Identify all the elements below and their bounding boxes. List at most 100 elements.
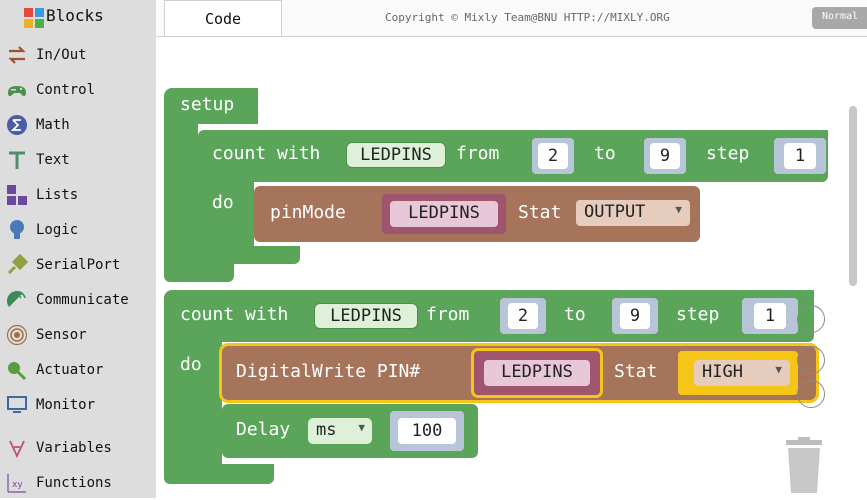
category-label: Math — [36, 117, 70, 133]
chevron-down-icon: ▼ — [675, 203, 682, 216]
category-lists[interactable]: Lists — [0, 178, 156, 212]
category-variables[interactable]: Variables — [0, 431, 156, 465]
pin-mode-dropdown[interactable]: OUTPUT ▼ — [576, 200, 690, 226]
step-value-socket: 1 — [774, 138, 826, 174]
variables-icon — [9, 440, 25, 459]
from-value-field[interactable]: 2 — [538, 143, 568, 169]
delay-value-field[interactable]: 100 — [398, 418, 456, 444]
to-value-field[interactable]: 9 — [620, 303, 650, 329]
category-actuator[interactable]: Actuator — [0, 353, 156, 387]
main-count-loop-head[interactable]: count with LEDPINS from 2 to 9 step 1 — [164, 290, 814, 342]
category-logic[interactable]: Logic — [0, 213, 156, 247]
category-label: Control — [36, 82, 96, 98]
from-value-field[interactable]: 2 — [508, 303, 538, 329]
text-t-icon — [9, 151, 25, 169]
digitalwrite-label: DigitalWrite PIN# — [236, 361, 421, 382]
tab-code[interactable]: Code — [164, 0, 282, 36]
gamepad-icon — [8, 86, 26, 97]
pin-mode-value: OUTPUT — [584, 202, 646, 222]
category-label: Sensor — [36, 327, 87, 343]
mode-normal-button[interactable]: Normal — [812, 7, 867, 29]
digitalwrite-block[interactable]: DigitalWrite PIN# LEDPINS Stat HIGH ▼ — [219, 343, 819, 403]
delay-label: Delay — [236, 419, 291, 440]
category-sensor[interactable]: Sensor — [0, 318, 156, 352]
satellite-icon — [6, 291, 26, 307]
state-dropdown[interactable]: HIGH ▼ — [694, 360, 790, 386]
loop-variable-field[interactable]: LEDPINS — [346, 142, 446, 168]
tab-code-label: Code — [204, 10, 242, 28]
functions-icon: xy — [7, 474, 26, 493]
category-label: Actuator — [36, 362, 104, 378]
step-value-socket: 1 — [742, 298, 798, 334]
blocks-tab[interactable]: Blocks — [0, 0, 156, 36]
setup-count-loop-head[interactable]: count with LEDPINS from 2 to 9 step 1 — [198, 130, 828, 182]
copyright-text: Copyright © Mixly Team@BNU HTTP://MIXLY.… — [385, 11, 670, 24]
digitalwrite-state-socket: HIGH ▼ — [678, 351, 798, 395]
count-with-label: count with — [180, 304, 289, 325]
plug-icon — [7, 254, 28, 275]
category-serialport[interactable]: SerialPort — [0, 248, 156, 282]
delay-unit-value: ms — [316, 420, 337, 440]
actuator-icon — [8, 362, 27, 381]
setup-block-body — [164, 120, 198, 282]
loop-variable-field[interactable]: LEDPINS — [314, 303, 418, 329]
category-functions[interactable]: xy Functions — [0, 466, 156, 500]
category-monitor[interactable]: Monitor — [0, 388, 156, 422]
pinmode-block[interactable]: pinMode LEDPINS Stat OUTPUT ▼ — [254, 186, 700, 242]
to-value-field[interactable]: 9 — [650, 143, 680, 169]
pinmode-var-socket: LEDPINS — [382, 194, 506, 234]
puzzle-logo-icon — [24, 8, 44, 28]
step-value-field[interactable]: 1 — [754, 303, 786, 329]
delay-block[interactable]: Delay ms ▼ 100 — [222, 404, 478, 458]
state-value: HIGH — [702, 362, 743, 382]
step-label: step — [676, 304, 720, 325]
category-control[interactable]: Control — [0, 73, 156, 107]
category-communicate[interactable]: Communicate — [0, 283, 156, 317]
arrows-icon — [8, 46, 26, 64]
from-label: from — [426, 304, 470, 325]
setup-count-loop-foot — [198, 246, 300, 264]
to-value-socket: 9 — [644, 138, 686, 174]
category-label: Text — [36, 152, 70, 168]
sensor-icon — [6, 324, 28, 346]
category-math[interactable]: Math — [0, 108, 156, 142]
chevron-down-icon: ▼ — [775, 363, 782, 376]
blocks-tab-label: Blocks — [46, 6, 104, 25]
category-text[interactable]: Text — [0, 143, 156, 177]
sigma-icon — [7, 115, 27, 135]
bulb-icon — [10, 220, 24, 239]
step-value-field[interactable]: 1 — [784, 143, 816, 169]
step-label: step — [706, 143, 750, 164]
delay-value-socket: 100 — [390, 411, 464, 451]
category-inout[interactable]: In/Out — [0, 38, 156, 72]
do-label: do — [212, 192, 234, 213]
category-sidebar: Blocks In/Out Control Math Text Lists Lo… — [0, 0, 156, 498]
stat-label: Stat — [614, 361, 658, 382]
to-label: to — [594, 143, 616, 164]
setup-block-foot — [164, 264, 234, 282]
from-value-socket: 2 — [532, 138, 574, 174]
category-label: Communicate — [36, 292, 129, 308]
setup-block-head[interactable]: setup — [164, 88, 258, 124]
to-value-socket: 9 — [612, 298, 658, 334]
connection-circle — [797, 380, 825, 408]
lists-icon — [7, 185, 27, 205]
category-label: Functions — [36, 475, 112, 491]
digitalwrite-pin-field[interactable]: LEDPINS — [484, 360, 590, 386]
trash-icon[interactable] — [782, 437, 826, 493]
digitalwrite-pin-socket: LEDPINS — [471, 348, 603, 398]
delay-unit-dropdown[interactable]: ms ▼ — [308, 418, 372, 444]
category-label: Lists — [36, 187, 79, 203]
stat-label: Stat — [518, 202, 562, 223]
category-label: SerialPort — [36, 257, 121, 273]
connection-circle — [797, 346, 825, 374]
workspace-scrollbar[interactable] — [849, 106, 857, 286]
monitor-icon — [7, 396, 27, 413]
category-label: Logic — [36, 222, 79, 238]
chevron-down-icon: ▼ — [358, 421, 365, 434]
mode-normal-label: Normal — [822, 11, 859, 22]
count-with-label: count with — [212, 143, 321, 164]
from-value-socket: 2 — [500, 298, 546, 334]
pinmode-var-field[interactable]: LEDPINS — [390, 201, 498, 227]
connection-circle — [797, 305, 825, 333]
